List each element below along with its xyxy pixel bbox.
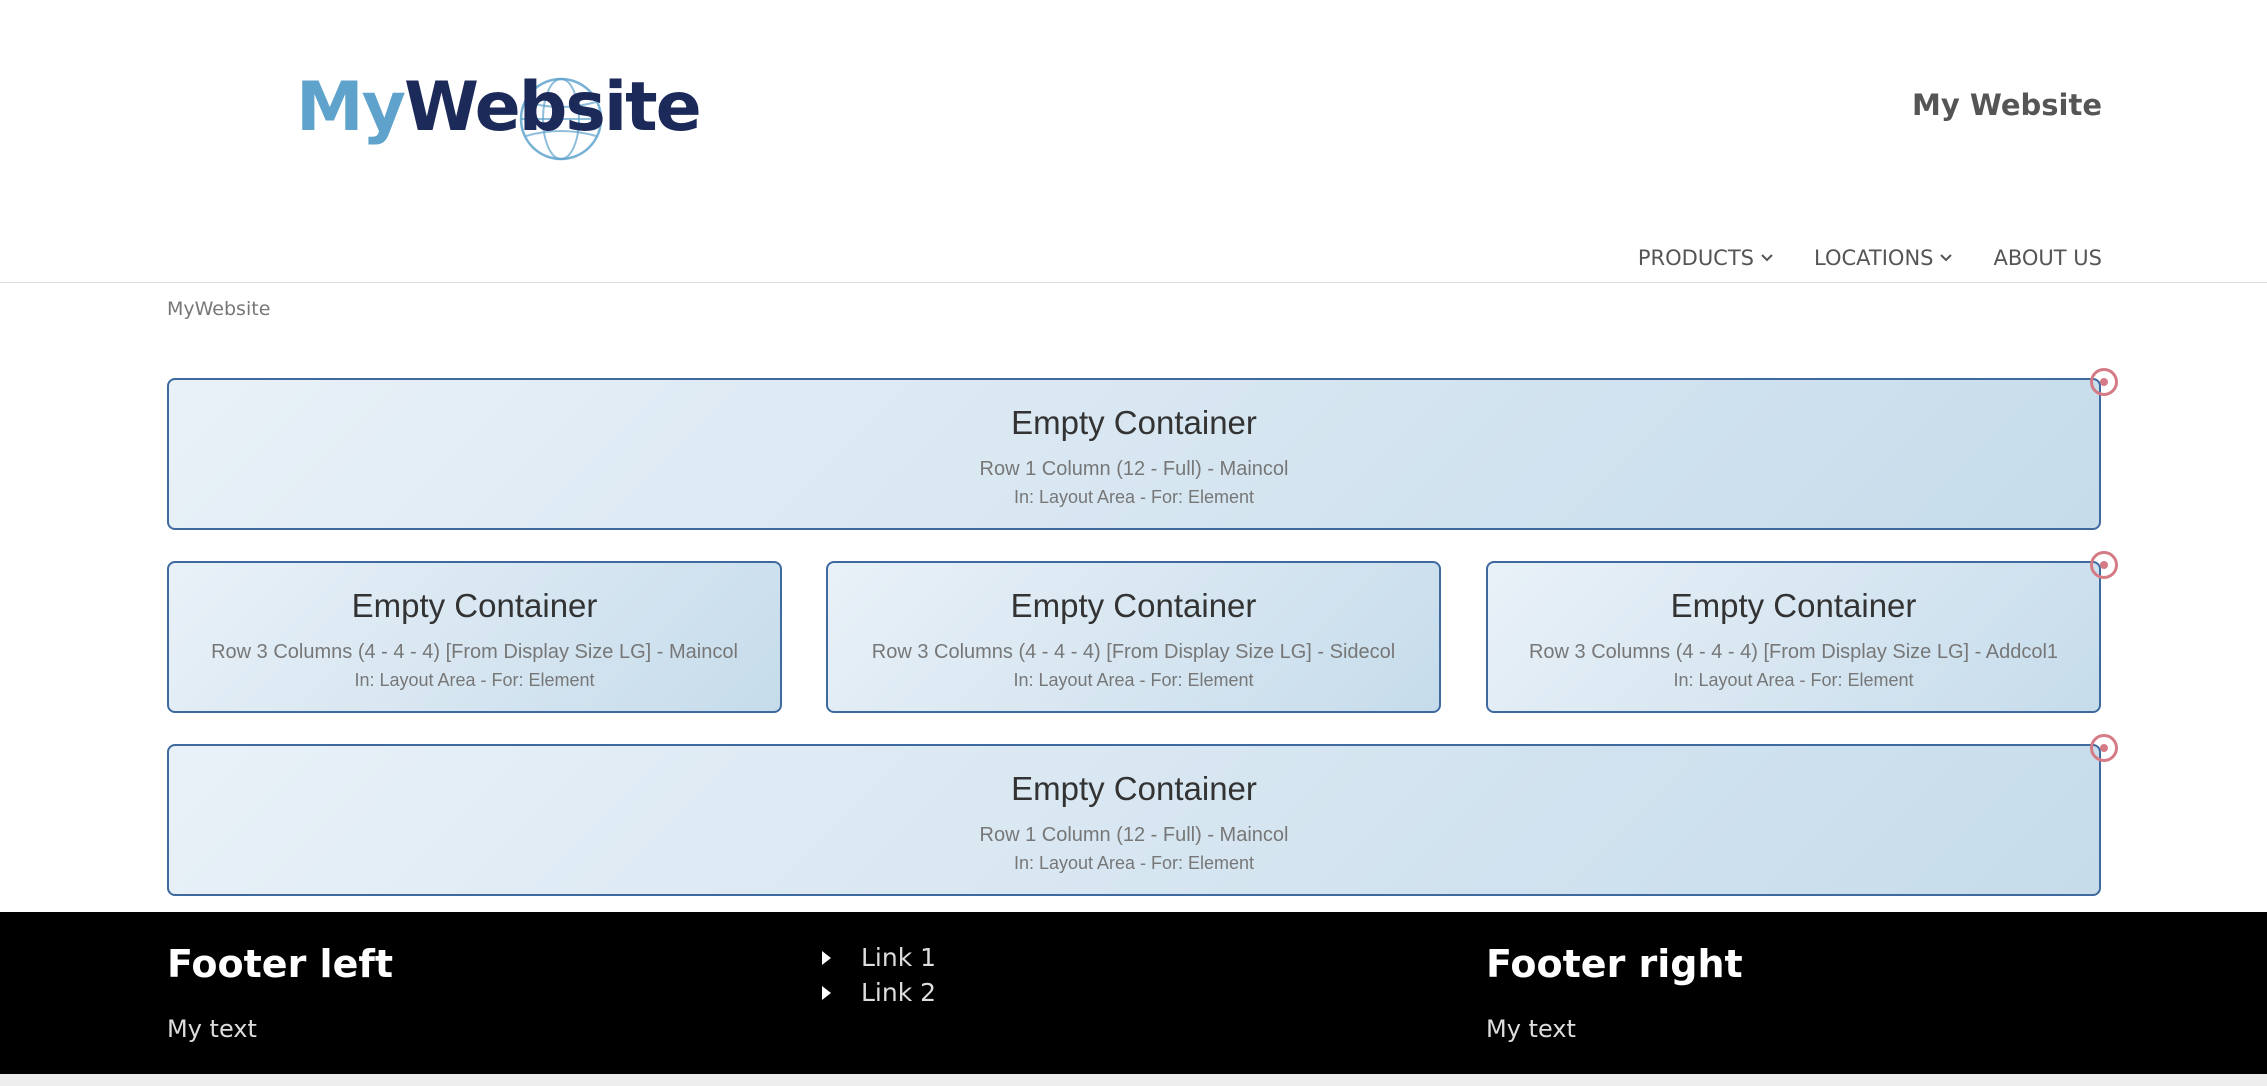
empty-container[interactable]: Empty Container Row 1 Column (12 - Full)… (167, 744, 2101, 896)
empty-container[interactable]: Empty Container Row 3 Columns (4 - 4 - 4… (1486, 561, 2101, 713)
footer-links: Link 1 Link 2 (822, 940, 936, 1010)
site-logo[interactable]: My Website (296, 52, 702, 162)
container-note: In: Layout Area - For: Element (354, 670, 595, 690)
container-title: Empty Container (1011, 770, 1257, 807)
breadcrumb[interactable]: MyWebsite (167, 298, 271, 320)
footer-left-text: My text (167, 1015, 257, 1043)
nav-item-label: ABOUT US (1993, 246, 2102, 270)
container-subtitle: Row 3 Columns (4 - 4 - 4) [From Display … (871, 641, 1396, 663)
nav-item-products[interactable]: PRODUCTS (1638, 246, 1774, 270)
nav-item-label: LOCATIONS (1814, 246, 1934, 270)
logo-text-website-label: Website (404, 67, 702, 147)
chevron-down-icon (1761, 254, 1773, 262)
footer-right-text: My text (1486, 1015, 1576, 1043)
container-subtitle: Row 3 Columns (4 - 4 - 4) [From Display … (1528, 641, 2059, 663)
container-note: In: Layout Area - For: Element (1673, 670, 1914, 690)
container-title: Empty Container (1011, 404, 1257, 441)
container-subtitle: Row 3 Columns (4 - 4 - 4) [From Display … (211, 641, 738, 663)
footer-link[interactable]: Link 1 (822, 940, 936, 975)
container-subtitle: Row 1 Column (12 - Full) - Maincol (979, 458, 1289, 480)
caret-right-icon (822, 985, 831, 1000)
target-marker-icon[interactable] (2090, 368, 2118, 396)
empty-container[interactable]: Empty Container Row 3 Columns (4 - 4 - 4… (167, 561, 782, 713)
container-title: Empty Container (351, 587, 598, 624)
site-footer: Footer left My text Link 1 Link 2 Footer… (0, 912, 2267, 1074)
container-title: Empty Container (1010, 587, 1257, 624)
caret-right-icon (822, 950, 831, 965)
container-note: In: Layout Area - For: Element (1013, 670, 1254, 690)
container-note: In: Layout Area - For: Element (1013, 853, 1255, 873)
globe-icon (519, 77, 603, 160)
nav-item-locations[interactable]: LOCATIONS (1814, 246, 1953, 270)
nav-item-about-us[interactable]: ABOUT US (1993, 246, 2102, 270)
container-note: In: Layout Area - For: Element (1013, 487, 1255, 507)
logo-text-website: Website (404, 67, 702, 160)
footer-link-label: Link 2 (861, 978, 937, 1007)
target-marker-icon[interactable] (2090, 734, 2118, 762)
site-header: My Website My Website PRODUCTS LOCATIONS… (0, 0, 2267, 283)
footer-link-label: Link 1 (861, 943, 937, 972)
empty-container[interactable]: Empty Container Row 3 Columns (4 - 4 - 4… (826, 561, 1441, 713)
container-subtitle: Row 1 Column (12 - Full) - Maincol (979, 824, 1289, 846)
chevron-down-icon (1940, 254, 1953, 262)
logo-text-my: My (296, 67, 406, 147)
footer-bottom-bar (0, 1074, 2267, 1086)
footer-left-heading: Footer left (167, 942, 394, 986)
footer-link[interactable]: Link 2 (822, 975, 936, 1010)
container-title: Empty Container (1670, 587, 1917, 624)
empty-container[interactable]: Empty Container Row 1 Column (12 - Full)… (167, 378, 2101, 530)
footer-right-heading: Footer right (1486, 942, 1743, 986)
nav-item-label: PRODUCTS (1637, 246, 1755, 270)
target-marker-icon[interactable] (2090, 551, 2118, 579)
main-nav: PRODUCTS LOCATIONS ABOUT US (1638, 246, 2102, 270)
site-title[interactable]: My Website (1912, 88, 2102, 122)
